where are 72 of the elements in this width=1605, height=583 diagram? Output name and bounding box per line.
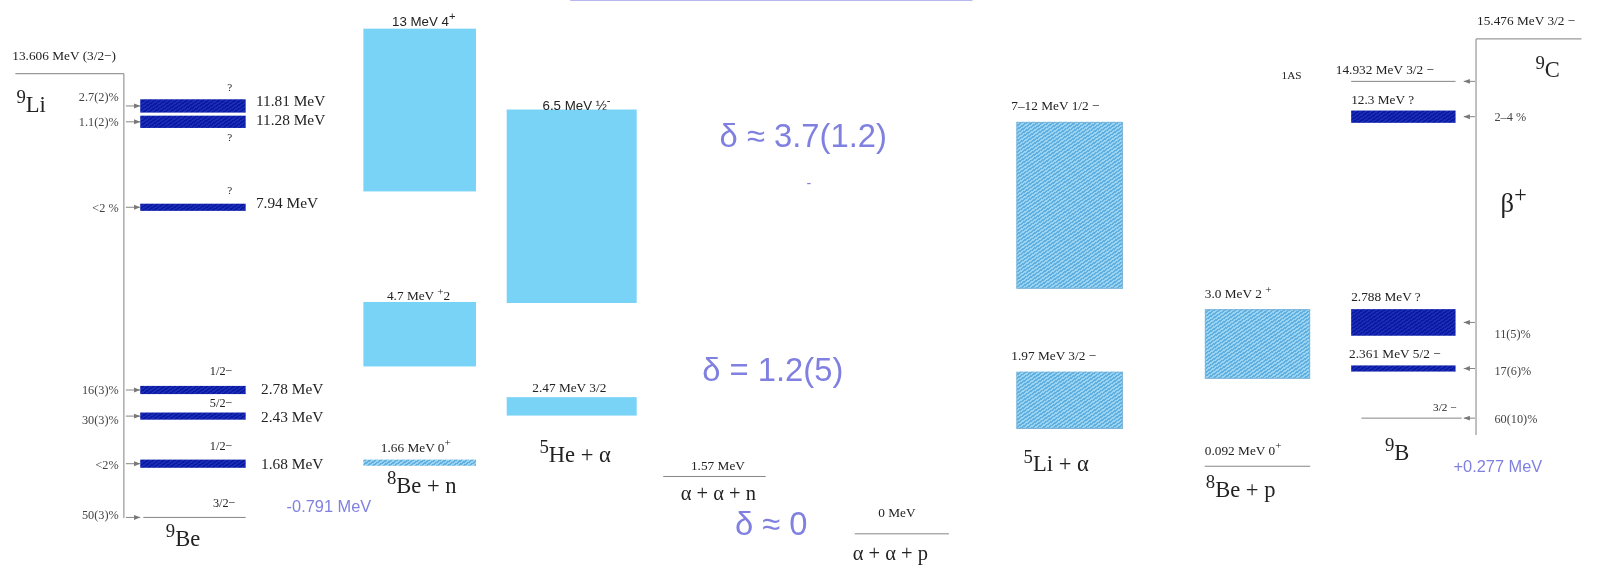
level-label: 0.092 MeV 0$^{+}$ bbox=[1204, 440, 1282, 457]
level-label: 1.97 MeV 3/2 − bbox=[1011, 349, 1097, 363]
nucleus-label: $^{8}$Be + n bbox=[386, 468, 457, 497]
state-label: 1AS bbox=[1281, 69, 1302, 81]
level-label: 7–12 MeV 1/2 − bbox=[1011, 98, 1100, 112]
decay-arrow bbox=[125, 461, 141, 467]
spin-label: 3/2− bbox=[212, 496, 236, 509]
level-label: 4.7 MeV $^{+}$2 bbox=[386, 285, 451, 303]
decay-arrow bbox=[125, 119, 141, 125]
branching-ratio: <2 % bbox=[92, 201, 119, 214]
nucleus-label: $^{9}$Li bbox=[16, 88, 46, 116]
spin-label: 3/2 − bbox=[1433, 402, 1457, 414]
level-label: 2.788 MeV ? bbox=[1351, 289, 1421, 303]
decay-arrow bbox=[1463, 78, 1476, 84]
dash-mark: - bbox=[806, 176, 812, 191]
branching-ratio: 60(10)% bbox=[1494, 412, 1538, 425]
level-label: 11.81 MeV bbox=[255, 94, 326, 110]
decay-arrow bbox=[1463, 114, 1476, 120]
decay-arrow bbox=[1463, 415, 1476, 421]
branching-ratio: 30(3)% bbox=[81, 413, 119, 426]
level-label: 0 MeV bbox=[878, 505, 916, 519]
level-label: 12.3 MeV ? bbox=[1351, 93, 1415, 107]
decay-arrow bbox=[1463, 320, 1476, 325]
spin-label: ? bbox=[227, 185, 233, 197]
nucleus-label: $^{9}$C bbox=[1535, 53, 1560, 82]
delta-value: δ ≈ 3.7(1.2) bbox=[719, 119, 887, 153]
level-label: 2.361 MeV 5/2 − bbox=[1349, 347, 1441, 361]
level-label: 15.476 MeV 3/2 − bbox=[1477, 13, 1576, 27]
nucleus-label: $^{9}$B bbox=[1384, 436, 1410, 465]
level-label: 2.43 MeV bbox=[261, 409, 324, 425]
level-label: 7.94 MeV bbox=[255, 195, 319, 211]
decay-arrow bbox=[125, 514, 141, 520]
decay-arrow bbox=[125, 387, 141, 393]
level-label: 2.78 MeV bbox=[261, 381, 324, 398]
level-label: 11.28 MeV bbox=[255, 112, 326, 128]
branching-ratio: 16(3)% bbox=[81, 383, 119, 397]
spin-label: 5/2− bbox=[209, 397, 233, 410]
level-label: 13 MeV 4$^{+}$ bbox=[392, 11, 456, 28]
nucleus-label: $^{5}$Li + α bbox=[1023, 447, 1089, 476]
energy-offset: -0.791 MeV bbox=[286, 498, 372, 515]
branching-ratio: 1.1(2)% bbox=[78, 115, 119, 128]
level-label: 3.0 MeV 2 $^{+}$ bbox=[1204, 283, 1272, 301]
decay-label: β$^{+}$ bbox=[1500, 184, 1527, 217]
level-label: 1.57 MeV bbox=[690, 458, 745, 472]
nucleus-label: α + α + n bbox=[680, 482, 756, 503]
branching-ratio: <2% bbox=[95, 458, 119, 471]
branching-ratio: 2–4 % bbox=[1494, 110, 1527, 123]
delta-value: δ ≈ 0 bbox=[734, 507, 808, 541]
branching-ratio: 17(6)% bbox=[1494, 364, 1532, 377]
delta-value: δ = 1.2(5) bbox=[702, 353, 844, 386]
level-label: 13.606 MeV (3/2−) bbox=[12, 49, 116, 63]
nucleus-label: α + α + p bbox=[852, 542, 928, 563]
level-label: 1.66 MeV 0$^{+}$ bbox=[380, 437, 451, 454]
decay-arrow bbox=[1463, 366, 1476, 371]
decay-arrow bbox=[125, 103, 141, 109]
level-label: 6.5 MeV ½$^{-}$ bbox=[542, 95, 611, 112]
nucleus-label: $^{9}$Be bbox=[165, 522, 201, 550]
spin-label: 1/2− bbox=[209, 364, 233, 377]
decay-arrow bbox=[125, 204, 141, 210]
level-label: 1.68 MeV bbox=[261, 456, 324, 472]
level-label: 14.932 MeV 3/2 − bbox=[1335, 62, 1434, 76]
spin-label: 1/2− bbox=[209, 440, 233, 453]
nucleus-label: $^{8}$Be + p bbox=[1205, 472, 1276, 501]
energy-offset: +0.277 MeV bbox=[1453, 458, 1543, 475]
decay-arrow bbox=[125, 413, 141, 419]
level-label: 2.47 MeV 3/2 bbox=[532, 380, 607, 395]
branching-ratio: 2.7(2)% bbox=[78, 91, 119, 104]
branching-ratio: 50(3)% bbox=[81, 508, 119, 521]
spin-label: ? bbox=[227, 81, 233, 94]
branching-ratio: 11(5)% bbox=[1494, 327, 1531, 340]
spin-label: ? bbox=[227, 132, 233, 144]
nucleus-label: $^{5}$He + α bbox=[539, 438, 611, 467]
